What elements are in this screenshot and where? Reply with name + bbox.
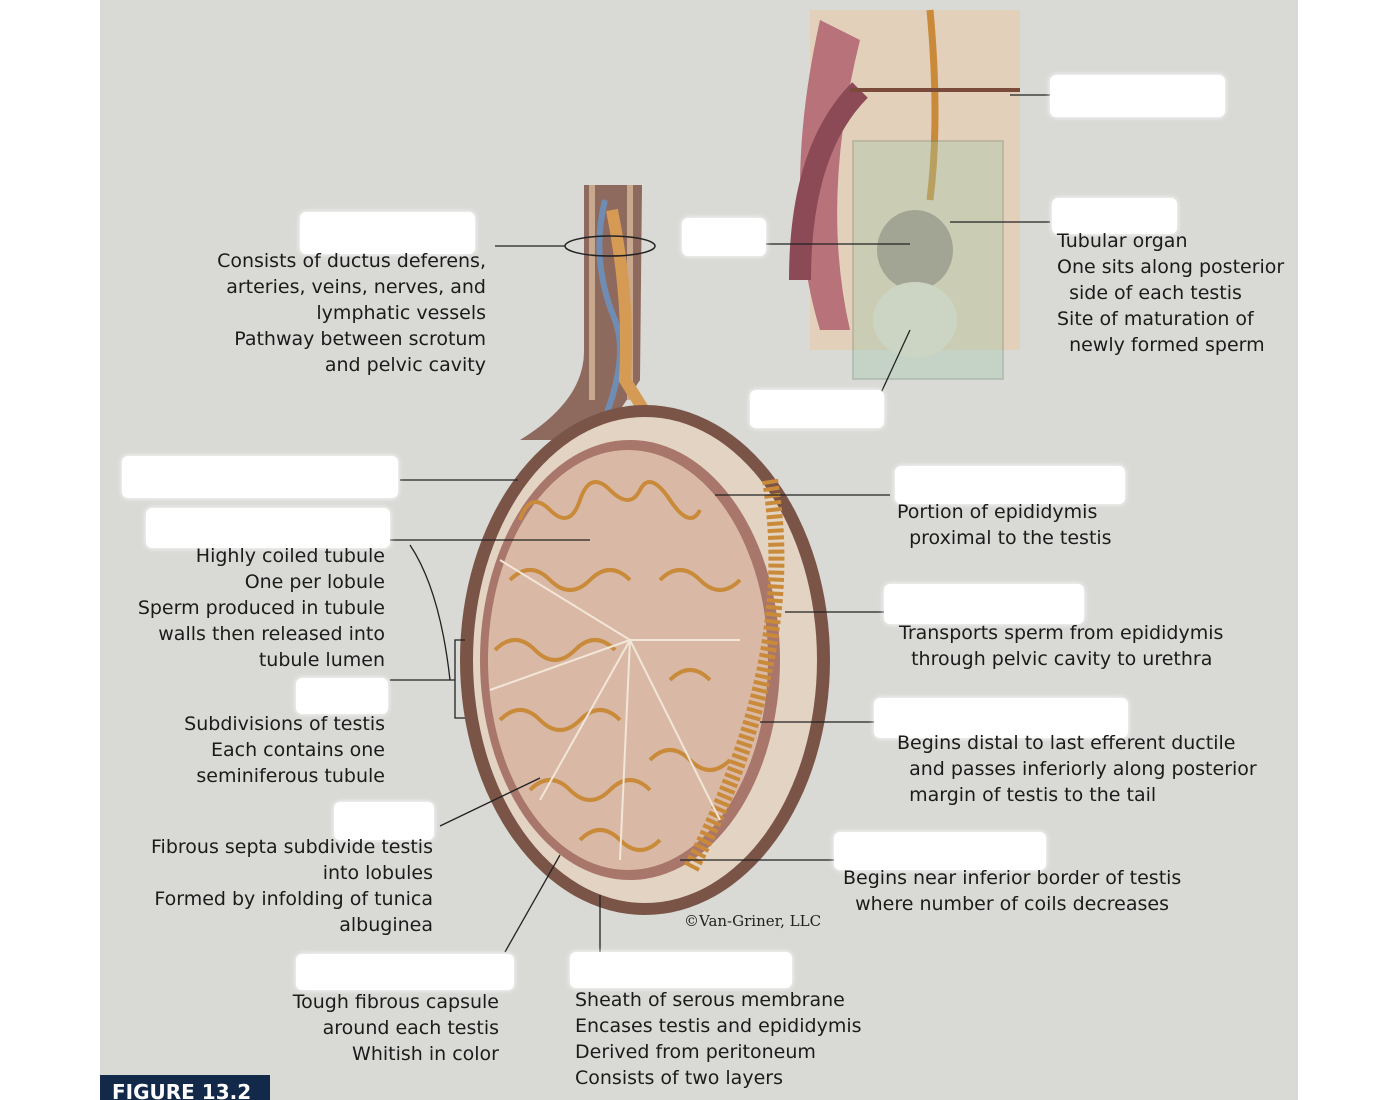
head-epididymis-description: Portion of epididymis proximal to the te… (897, 501, 1112, 549)
epididymis-description: Tubular organ One sits along posterior s… (1057, 230, 1285, 356)
inset-highlight-box (852, 140, 1004, 380)
septa (489, 559, 740, 861)
blank-label-epididymis[interactable] (1052, 198, 1177, 234)
tunica-albuginea-description: Tough fibrous capsule around each testis… (292, 991, 499, 1065)
blank-label-spermatic-cord[interactable] (300, 212, 475, 254)
body-epididymis-description: Begins distal to last efferent ductile a… (897, 732, 1257, 806)
inset-sagittal-view (789, 9, 1020, 380)
lobules-description: Subdivisions of testis Each contains one… (184, 713, 385, 787)
blank-label-tunica-vaginalis[interactable] (570, 952, 792, 988)
blank-label-tunica-layer[interactable] (122, 456, 398, 498)
copyright-credit: ©Van-Griner, LLC (684, 912, 822, 930)
blank-label-tunica-albuginea[interactable] (296, 954, 514, 990)
blank-label-septa[interactable] (334, 802, 434, 840)
blank-label-ductus-deferens[interactable] (884, 584, 1084, 624)
tunica-vaginalis-description: Sheath of serous membrane Encases testis… (575, 989, 862, 1089)
epididymis-coils (682, 478, 785, 874)
seminiferous-tubule-description: Highly coiled tubule One per lobule Sper… (137, 545, 385, 671)
figure-label: FIGURE 13.2 (100, 1075, 270, 1100)
tail-epididymis-description: Begins near inferior border of testis wh… (843, 867, 1182, 915)
septa-description: Fibrous septa subdivide testis into lobu… (151, 836, 433, 936)
blank-label-lobules[interactable] (296, 678, 388, 714)
spermatic-cord-description: Consists of ductus deferens, arteries, v… (217, 250, 486, 376)
blank-label-seminiferous-tubule[interactable] (146, 508, 390, 548)
blank-label-scrotum[interactable] (750, 390, 884, 428)
blank-label-ductus-inset[interactable] (1050, 75, 1225, 117)
leader-lines (390, 94, 1050, 953)
blank-label-head-epididymis[interactable] (895, 466, 1125, 504)
blank-label-tail-epididymis[interactable] (834, 832, 1046, 870)
testis (460, 405, 830, 915)
blank-label-body-epididymis[interactable] (874, 698, 1128, 738)
ductus-deferens-description: Transports sperm from epididymis through… (899, 622, 1224, 670)
blank-label-testis-inset[interactable] (682, 218, 766, 256)
